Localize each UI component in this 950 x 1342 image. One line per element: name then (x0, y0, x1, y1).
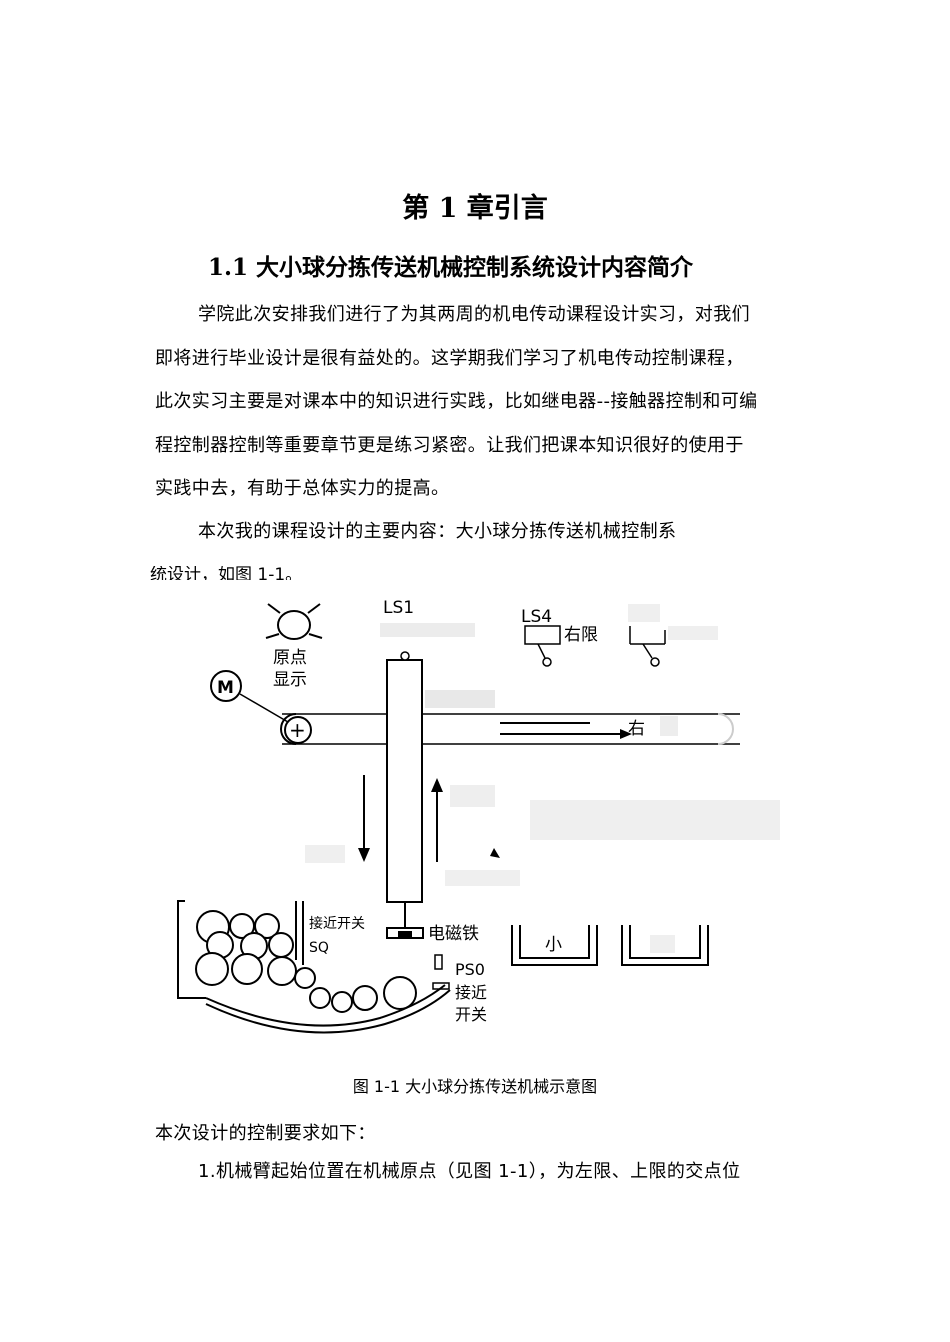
ball-hopper (177, 900, 451, 1034)
right-limit-switch-icon (524, 625, 561, 667)
arrow-up-icon (431, 778, 443, 792)
small-ball-bin (511, 925, 598, 966)
clipped-text-line: 统设计，如图 1-1。 (150, 566, 303, 580)
paragraph-line: 本次设计的控制要求如下： (155, 1123, 376, 1144)
large-ball-bin (621, 925, 709, 966)
right-direction-label: 右 (628, 719, 645, 739)
conveyor-belt (280, 713, 740, 745)
sq-label: SQ (309, 940, 329, 956)
ball-icon (195, 910, 417, 1013)
origin-lamp-label: 显示 (273, 670, 307, 690)
ls1-label: LS1 (383, 598, 414, 618)
motor-label: M (217, 678, 234, 698)
ps0-sensor-icon (434, 954, 443, 970)
section-title: 1.1 大小球分拣传送机械控制系统设计内容简介 (208, 254, 694, 281)
origin-lamp-icon (265, 603, 323, 640)
electromagnet-label: 电磁铁 (428, 924, 479, 944)
paragraph-line: 本次我的课程设计的主要内容：大小球分拣传送机械控制系 (198, 521, 677, 542)
figure-caption: 图 1-1 大小球分拣传送机械示意图 (352, 1077, 598, 1096)
ls4-label: LS4 (521, 607, 552, 627)
figure-ball-sorter: 原点 显示 M + 右 LS1 电磁铁 LS4 右限 (177, 598, 780, 1034)
right-limit-label: 右限 (564, 625, 598, 645)
paragraph-line: 即将进行毕业设计是很有益处的。这学期我们学习了机电传动控制课程， (155, 348, 744, 369)
paragraph-line: 此次实习主要是对课本中的知识进行实践，比如继电器--接触器控制和可编 (155, 391, 758, 412)
proximity-switch-label: 接近开关 (309, 915, 365, 932)
arrow-down-icon (358, 848, 370, 862)
ps0-label: PS0 (455, 960, 485, 979)
origin-lamp-label: 原点 (273, 648, 307, 668)
chapter-title: 第 1 章引言 (402, 193, 548, 224)
paragraph-line: 1.机械臂起始位置在机械原点（见图 1-1），为左限、上限的交点位 (198, 1161, 741, 1182)
ps0-label: 接近 (455, 983, 487, 1002)
paragraph-line: 程控制器控制等重要章节更是练习紧密。让我们把课本知识很好的使用于 (155, 435, 744, 456)
pulley-plus-label: + (289, 718, 306, 742)
arrow-right-icon (620, 729, 632, 739)
paragraph-line: 实践中去，有助于总体实力的提高。 (155, 478, 450, 499)
paragraph-line: 学院此次安排我们进行了为其两周的机电传动课程设计实习，对我们 (198, 304, 750, 325)
ps0-label: 开关 (455, 1005, 487, 1024)
motor-icon (210, 670, 242, 702)
vertical-arm (386, 659, 423, 903)
small-bin-label: 小 (545, 935, 562, 955)
limit-switch-icon (629, 626, 666, 667)
